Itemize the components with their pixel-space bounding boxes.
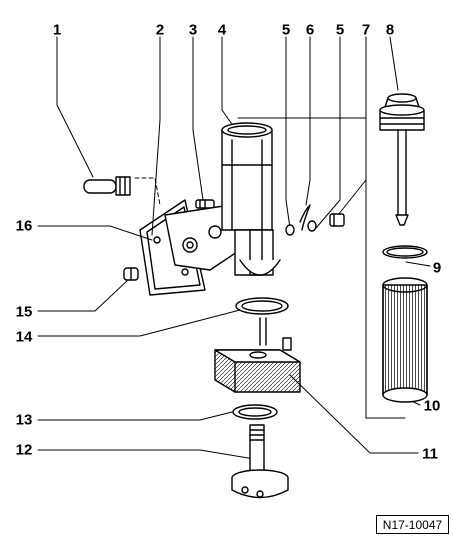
callout-14: 14 (15, 328, 33, 346)
callout-9: 9 (432, 259, 442, 277)
part-ring-14 (235, 297, 289, 315)
callout-11: 11 (422, 445, 438, 463)
callout-5b: 5 (335, 21, 345, 39)
part-ring-13 (232, 404, 278, 420)
callout-6: 6 (305, 21, 315, 39)
part-seal-ring-9 (382, 245, 428, 259)
part-cap-8 (379, 93, 425, 226)
callout-4: 4 (217, 21, 227, 39)
part-filter-10 (382, 277, 428, 403)
callout-2: 2 (155, 21, 165, 39)
callout-3: 3 (188, 21, 198, 39)
callout-10: 10 (423, 397, 441, 415)
callout-8: 8 (385, 21, 395, 39)
callout-1: 1 (52, 21, 62, 39)
reference-code-label: N17-10047 (376, 515, 449, 534)
callout-15: 15 (15, 303, 33, 321)
part-housing-4 (164, 122, 281, 276)
callout-16: 16 (15, 217, 33, 235)
part-bolt-3 (195, 199, 215, 209)
part-hollow-bolt-12 (231, 424, 289, 499)
part-bolt-1 (83, 176, 131, 196)
callout-5a: 5 (281, 21, 291, 39)
callout-12: 12 (15, 441, 33, 459)
part-oil-cooler-11 (214, 317, 301, 393)
callout-13: 13 (15, 411, 33, 429)
part-o-rings-5-6-7 (285, 204, 345, 236)
part-screw-15 (123, 267, 139, 281)
leader-lines (37, 36, 431, 461)
callout-7: 7 (361, 21, 371, 39)
